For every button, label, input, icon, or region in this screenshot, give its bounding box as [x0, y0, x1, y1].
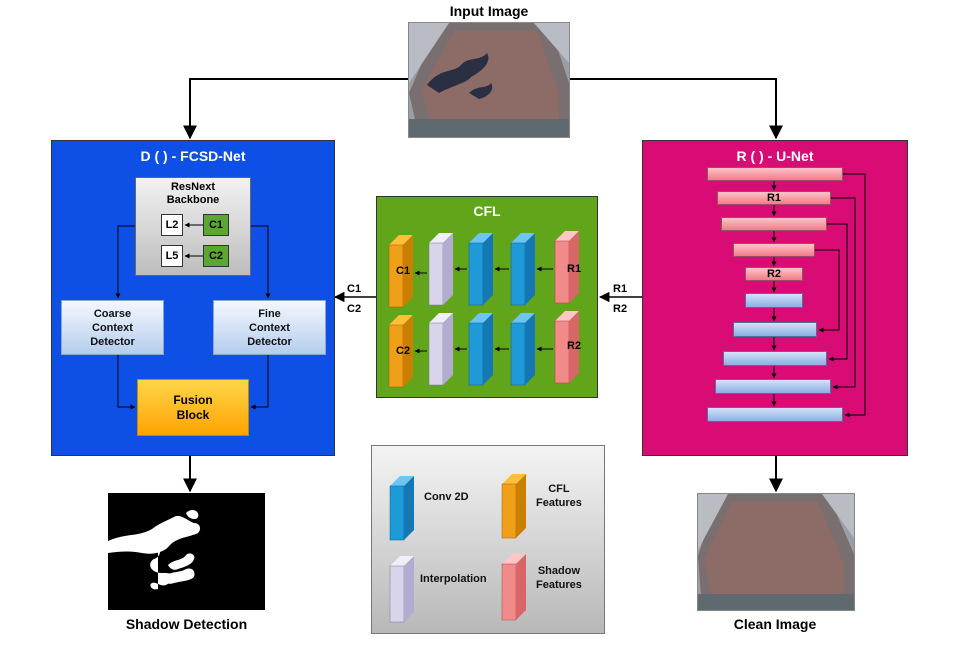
unet-bottleneck — [745, 267, 803, 281]
unet-enc-4 — [733, 243, 815, 257]
resnext-backbone: ResNext Backbone L2 C1 L5 C2 — [135, 177, 251, 276]
clean-image-label: Clean Image — [733, 616, 817, 632]
legend-swatches — [389, 474, 526, 623]
coarse-context-detector: Coarse Context Detector — [61, 300, 164, 355]
legend-shadow-label: Shadow Features — [536, 565, 582, 591]
fusion-block: Fusion Block — [137, 379, 249, 436]
shadow-detection-label: Shadow Detection — [125, 616, 248, 632]
paved-ground-photo — [409, 23, 569, 137]
remover-title: R ( ) - U-Net — [736, 148, 814, 164]
cfl-title: CFL — [473, 203, 501, 219]
fine-context-detector: Fine Context Detector — [213, 300, 326, 355]
backbone-arrows — [184, 222, 203, 259]
cfl-feature-block-1 — [388, 235, 413, 308]
input-image-label: Input Image — [449, 3, 529, 19]
cfl-panel: CFL — [376, 196, 598, 398]
backbone-label: ResNext Backbone — [166, 181, 220, 206]
unet-arrows — [771, 173, 866, 418]
legend-cfl-swatch — [501, 474, 526, 539]
l5-box: L5 — [161, 245, 183, 267]
conv-block-2b — [510, 313, 535, 386]
unet-r1-label: R1 — [766, 192, 782, 204]
interp-block-2 — [428, 313, 453, 386]
legend-box: Conv 2D CFL Features Interpolation Shado… — [371, 445, 605, 634]
cfl-r2-label: R2 — [567, 340, 582, 352]
cfl-feature-block-2 — [388, 315, 413, 388]
shadow-mask-image — [108, 493, 265, 610]
input-image — [408, 22, 570, 138]
l2-box: L2 — [161, 214, 183, 236]
legend-cfl-label: CFL Features — [536, 483, 582, 509]
unet-enc-1 — [707, 167, 843, 181]
flow-out-top: C1 — [347, 283, 362, 295]
unet-dec-2 — [733, 322, 817, 337]
cfl-r1-label: R1 — [567, 263, 582, 275]
fusion-label: Fusion Block — [173, 392, 213, 422]
detector-arrows — [115, 225, 271, 410]
remover-panel: R ( ) - U-Net R1 R2 — [642, 140, 908, 456]
unet-enc-3 — [721, 217, 827, 231]
legend-conv-label: Conv 2D — [424, 491, 469, 503]
detector-panel: D ( ) - FCSD-Net ResNext Backbone L2 C1 … — [51, 140, 335, 456]
flow-out-bottom: C2 — [347, 303, 362, 315]
shadow-feature-block-2 — [554, 311, 579, 384]
detector-title: D ( ) - FCSD-Net — [140, 148, 246, 164]
unet-dec-3 — [723, 351, 827, 366]
shadow-mask — [108, 510, 201, 590]
coarse-label: Coarse Context Detector — [90, 307, 135, 348]
conv-block-1b — [510, 233, 535, 306]
cfl-layers — [388, 231, 579, 388]
cfl-c1-label: C1 — [396, 265, 411, 277]
cfl-c2-label: C2 — [396, 345, 411, 357]
unet-dec-4 — [715, 379, 831, 394]
c1-box: C1 — [203, 214, 229, 236]
fine-label: Fine Context Detector — [247, 307, 292, 348]
interp-block-1 — [428, 233, 453, 306]
clean-ground-photo — [698, 494, 854, 610]
legend-conv-swatch — [389, 476, 414, 541]
conv-block-1a — [468, 233, 493, 306]
legend-interp-swatch — [389, 556, 414, 623]
unet-dec-5 — [707, 407, 843, 422]
unet-enc-2 — [717, 191, 831, 205]
clean-image — [697, 493, 855, 611]
unet-dec-1 — [745, 293, 803, 308]
legend-interp-label: Interpolation — [420, 573, 487, 585]
conv-block-2a — [468, 313, 493, 386]
unet-r2-label: R2 — [766, 268, 782, 280]
flow-in-bottom: R2 — [613, 303, 628, 315]
shadow-feature-block-1 — [554, 231, 579, 304]
flow-in-top: R1 — [613, 283, 628, 295]
c2-box: C2 — [203, 245, 229, 267]
legend-shadow-swatch — [501, 554, 526, 621]
